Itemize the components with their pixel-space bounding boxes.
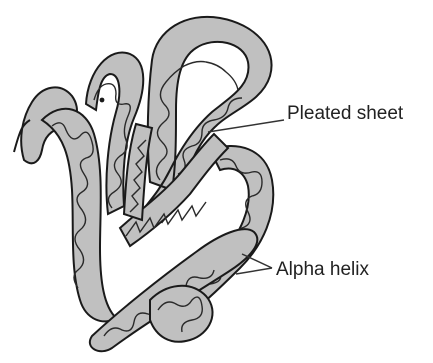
pleated-sheet-label: Pleated sheet <box>287 104 403 123</box>
alpha-helix-label: Alpha helix <box>276 260 369 279</box>
alpha-helix-leader-line-lower <box>236 268 272 274</box>
ribbon-segment-left-strand <box>42 109 116 322</box>
ribbon-segment-bottom-loop <box>150 286 213 342</box>
